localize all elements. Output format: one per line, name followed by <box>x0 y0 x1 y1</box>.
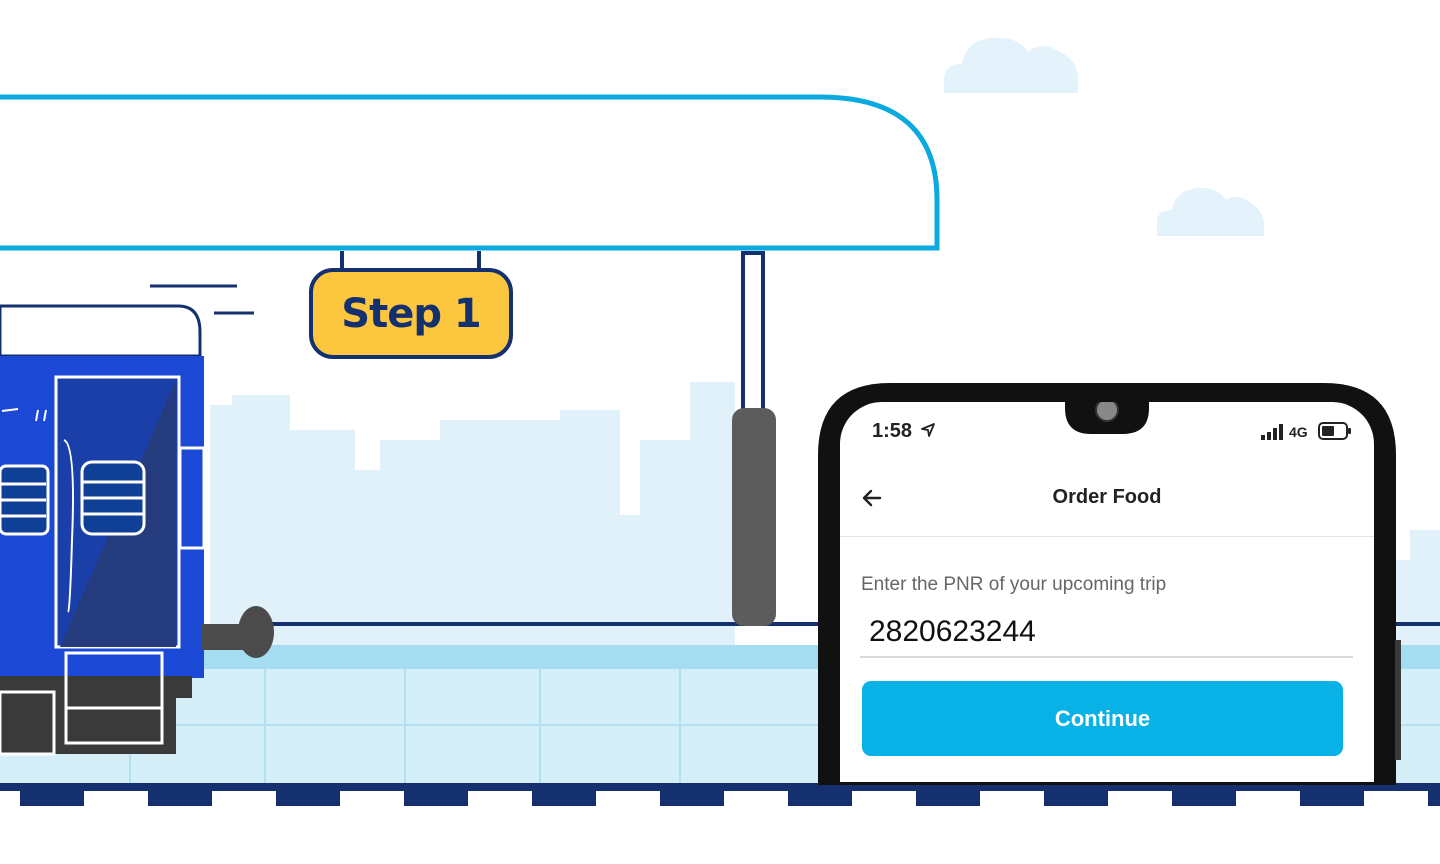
track-sleeper <box>916 788 980 806</box>
signal-bars-icon <box>1261 424 1283 440</box>
back-arrow-icon[interactable] <box>860 486 884 510</box>
step-sign-board <box>309 268 513 359</box>
railway-track <box>0 783 1440 791</box>
page-title: Order Food <box>1052 486 1162 508</box>
track-sleeper <box>660 788 724 806</box>
track-sleeper <box>148 788 212 806</box>
phone-notch <box>1065 402 1149 434</box>
continue-button[interactable]: Continue <box>862 681 1343 756</box>
pnr-input[interactable] <box>860 608 1353 658</box>
track-sleeper <box>532 788 596 806</box>
track-sleeper <box>788 788 852 806</box>
status-time: 1:58 <box>872 420 913 442</box>
track-sleepers <box>20 788 1440 806</box>
cloud-icon <box>1157 187 1264 236</box>
track-sleeper <box>20 788 84 806</box>
pnr-label: Enter the PNR of your upcoming trip <box>861 574 1167 595</box>
cloud-icon <box>944 37 1078 93</box>
track-sleeper <box>404 788 468 806</box>
roof-pillar <box>741 251 765 412</box>
battery-icon <box>1318 422 1351 440</box>
step-sign-label: Step 1 <box>341 291 481 337</box>
track-sleeper <box>1428 788 1440 806</box>
train-coach <box>0 304 274 756</box>
app-header: Order Food <box>840 462 1374 537</box>
track-sleeper <box>1044 788 1108 806</box>
platform-roof <box>0 94 940 251</box>
location-arrow-icon <box>921 423 935 437</box>
city-skyline <box>210 382 1440 650</box>
track-sleeper <box>276 788 340 806</box>
status-bar: 1:58 4G <box>840 402 1374 462</box>
track-sleeper <box>1172 788 1236 806</box>
phone-screen: 1:58 4G Order Food Enter the PNR of your… <box>840 402 1374 782</box>
network-type: 4G <box>1289 424 1308 440</box>
track-sleeper <box>1300 788 1364 806</box>
